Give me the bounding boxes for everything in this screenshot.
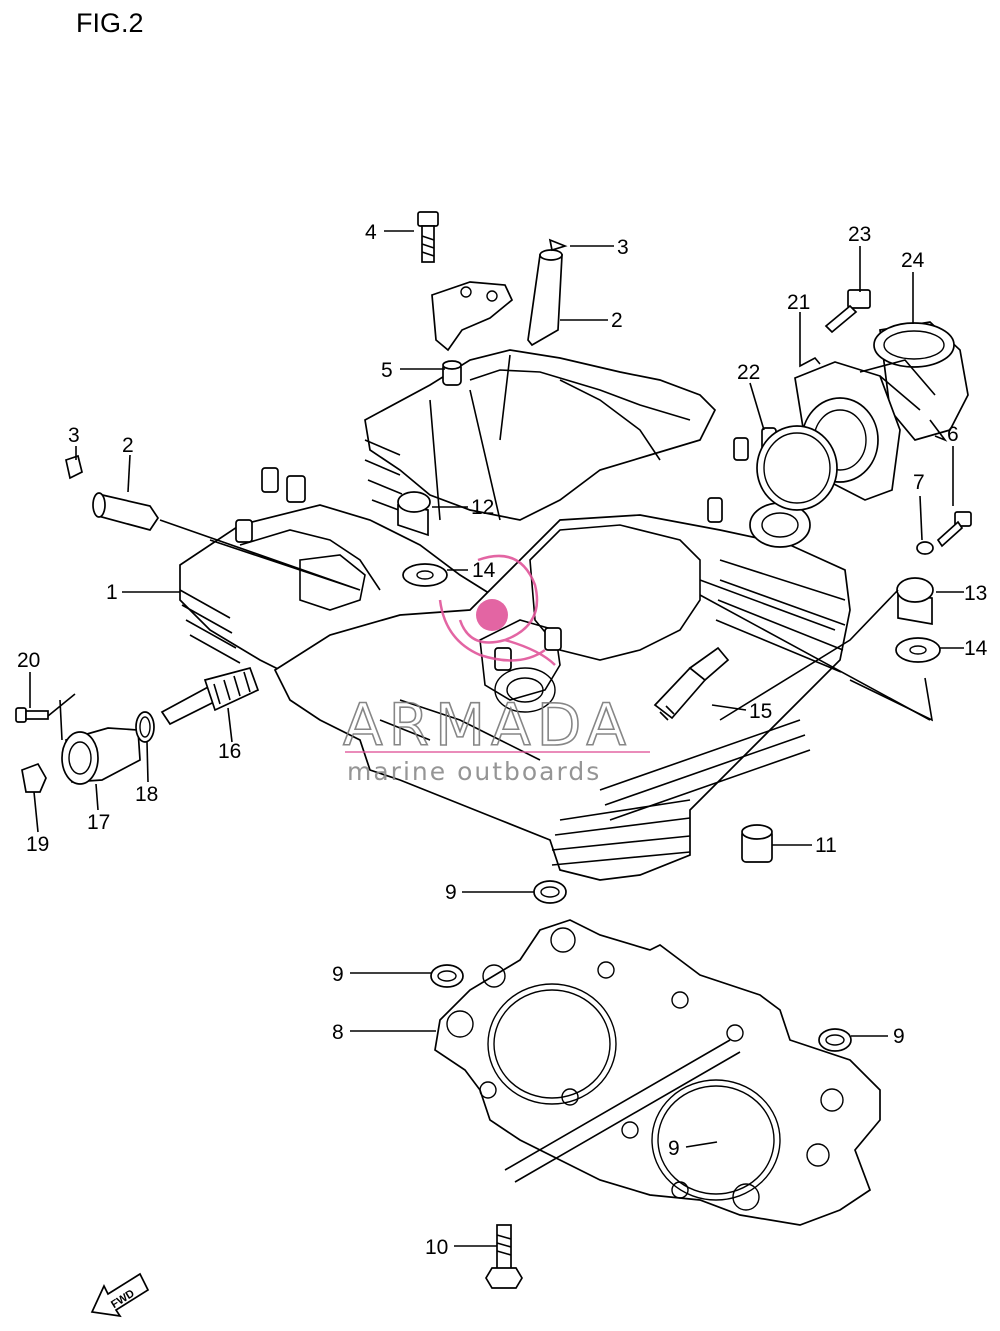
callout-label: 8 bbox=[332, 1021, 344, 1044]
fwd-arrow-icon: FWD bbox=[90, 1272, 150, 1318]
callout-label: 5 bbox=[381, 359, 393, 382]
dowel-part-5 bbox=[442, 360, 462, 386]
watermark-logo-icon bbox=[438, 554, 556, 666]
callout-label: 7 bbox=[913, 471, 925, 494]
callout-labels: 4 3 2 5 3 2 12 14 1 20 16 18 17 19 23 24… bbox=[17, 221, 988, 1259]
watermark: ARMADA marine outboards bbox=[342, 554, 650, 786]
callout-label: 9 bbox=[668, 1137, 680, 1160]
drive-gear-part-16 bbox=[160, 666, 260, 726]
bolt-part-10 bbox=[485, 1224, 523, 1289]
cylinder-head-assembly bbox=[159, 349, 931, 881]
callout-label: 16 bbox=[218, 740, 241, 763]
cap-nut-part-13 bbox=[896, 577, 934, 626]
callout-label: 14 bbox=[964, 637, 988, 660]
callout-label: 2 bbox=[122, 434, 134, 457]
head-gasket-part-8 bbox=[434, 919, 881, 1226]
callout-label: 24 bbox=[901, 249, 925, 272]
watermark-brand: ARMADA bbox=[343, 691, 632, 759]
leader-lines bbox=[29, 230, 964, 1247]
spark-plug-part-15 bbox=[653, 646, 730, 721]
gasket-ring-part-22 bbox=[756, 425, 838, 511]
bolt-part-23 bbox=[824, 289, 871, 334]
figure-title: FIG.2 bbox=[76, 8, 144, 38]
callout-label: 21 bbox=[787, 291, 810, 314]
callout-label: 22 bbox=[737, 361, 760, 384]
callout-label: 9 bbox=[332, 963, 344, 986]
callout-label: 4 bbox=[365, 221, 377, 244]
callout-label: 3 bbox=[68, 424, 80, 447]
valve-guide-bracket bbox=[431, 281, 514, 352]
seal-part-9-top bbox=[533, 880, 567, 904]
callout-label: 13 bbox=[964, 582, 987, 605]
callout-label: 1 bbox=[106, 581, 118, 604]
callout-label: 19 bbox=[26, 833, 49, 856]
callout-label: 11 bbox=[815, 834, 837, 857]
clip-part-3-upper bbox=[548, 238, 568, 252]
valve-guide-part-2-left bbox=[92, 492, 160, 531]
callout-label: 6 bbox=[947, 423, 959, 446]
clip-part-3-left bbox=[65, 454, 83, 480]
callout-label: 20 bbox=[17, 649, 40, 672]
callout-label: 23 bbox=[848, 223, 871, 246]
callout-label: 14 bbox=[472, 559, 496, 582]
housing-part-17 bbox=[61, 727, 141, 785]
washer-part-14-upper bbox=[402, 563, 448, 587]
valve-guide-part-2-upper bbox=[527, 249, 563, 347]
callout-label: 12 bbox=[471, 496, 494, 519]
seal-part-9-right bbox=[818, 1028, 852, 1052]
watermark-tagline: marine outboards bbox=[347, 757, 601, 786]
plug-part-19 bbox=[21, 762, 47, 793]
callout-label: 3 bbox=[617, 236, 629, 259]
callout-label: 15 bbox=[749, 700, 772, 723]
bolt-part-4 bbox=[417, 211, 439, 263]
screw-part-20 bbox=[15, 707, 49, 723]
dowel-part-11 bbox=[741, 824, 773, 863]
callout-label: 9 bbox=[893, 1025, 905, 1048]
callout-label: 17 bbox=[87, 811, 110, 834]
callout-label: 10 bbox=[425, 1236, 448, 1259]
washer-part-7 bbox=[916, 541, 934, 555]
callout-label: 2 bbox=[611, 309, 623, 332]
o-ring-part-18 bbox=[135, 711, 155, 743]
callout-label: 9 bbox=[445, 881, 457, 904]
cap-nut-part-12 bbox=[397, 491, 431, 537]
seal-part-9-left bbox=[430, 964, 464, 988]
bolt-part-6 bbox=[936, 511, 972, 548]
washer-part-14-right bbox=[895, 637, 941, 663]
callout-label: 18 bbox=[135, 783, 158, 806]
